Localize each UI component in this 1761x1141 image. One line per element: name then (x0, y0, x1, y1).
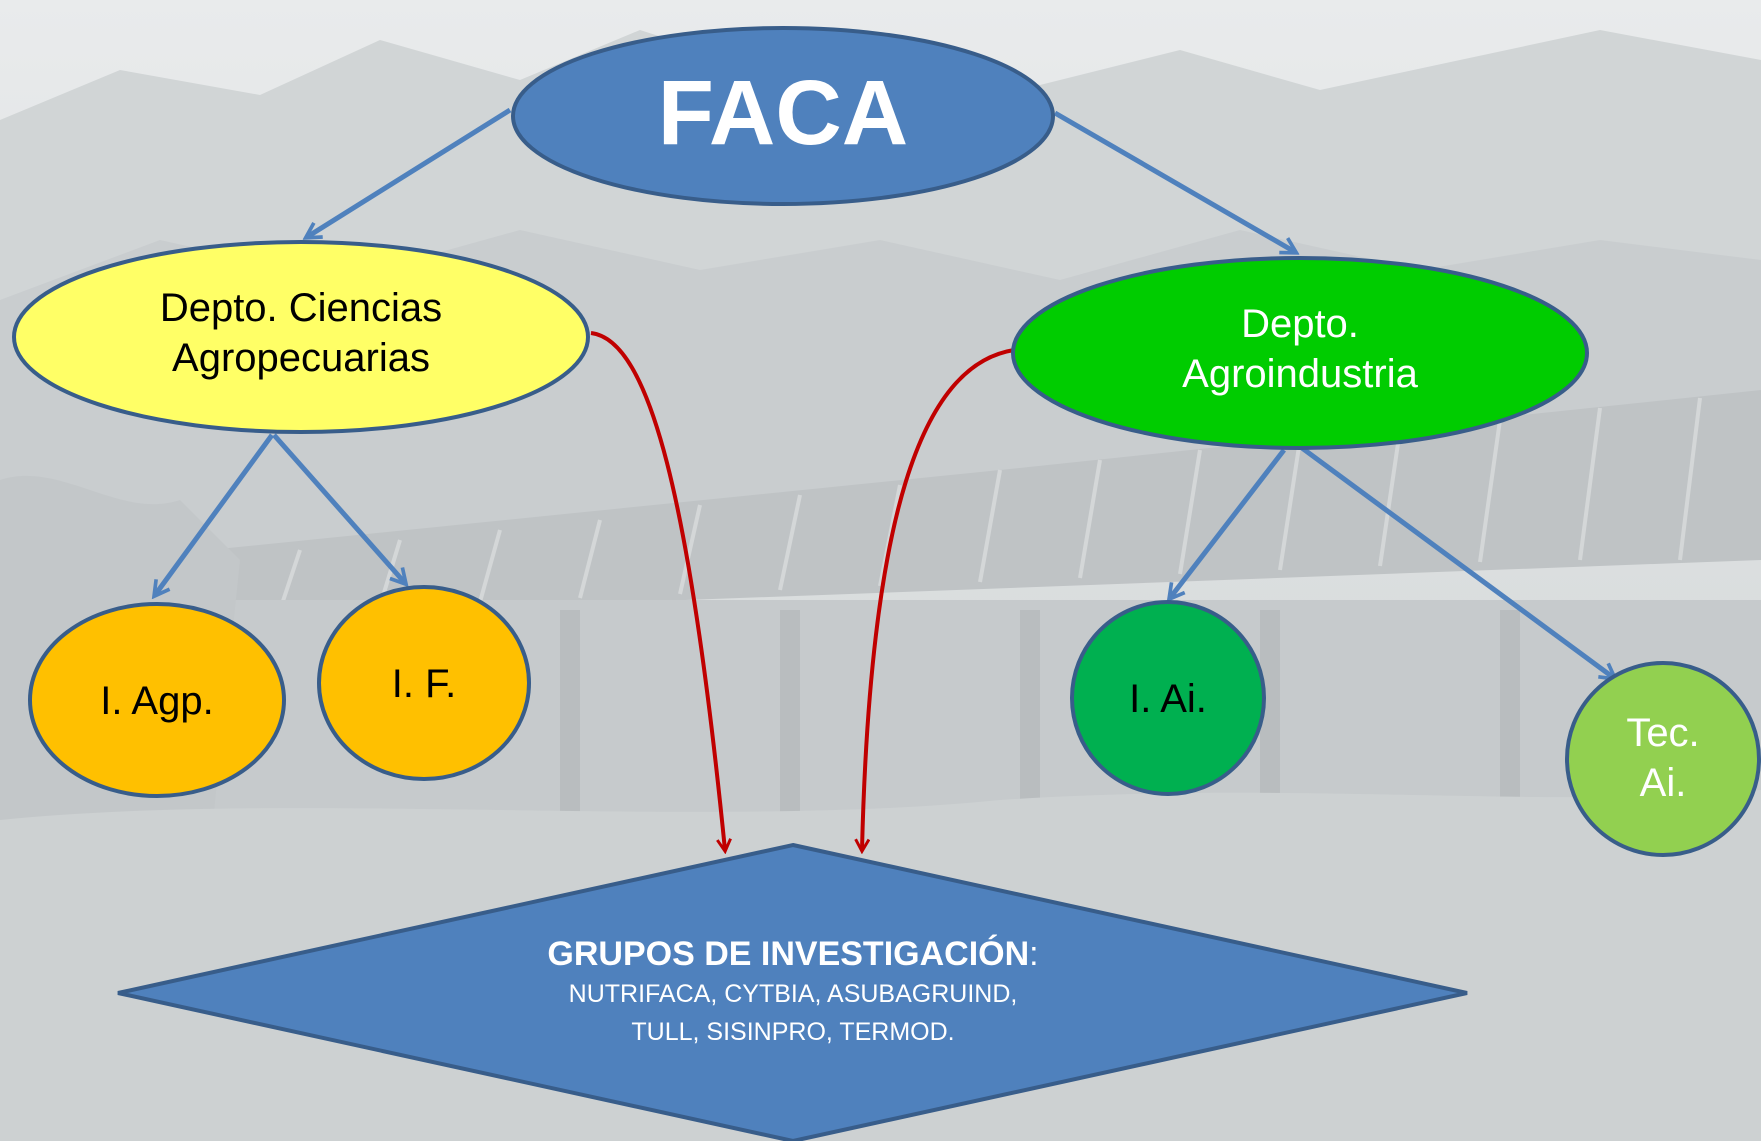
grupos-title: GRUPOS DE INVESTIGACIÓN: (443, 932, 1143, 976)
arrow-ciencias-to-i-agp (155, 433, 275, 595)
i-f-label-text: I. F. (391, 662, 457, 706)
agroindustria-label-line1: Depto. (1241, 302, 1359, 346)
i-agp-label-text: I. Agp. (100, 679, 214, 723)
arrow-agroindustria-to-i-ai (1170, 448, 1286, 598)
node-depto-ciencias (12, 240, 590, 434)
faca-label: FACA (583, 58, 983, 168)
agroindustria-label-line2: Agroindustria (1182, 352, 1418, 396)
ciencias-label-line2: Agropecuarias (172, 336, 430, 380)
ciencias-label-line1: Depto. Ciencias (159, 286, 443, 330)
node-tec-ai (1565, 661, 1761, 857)
grupos-list-line2: TULL, SISINPRO, TERMOD. (631, 1017, 955, 1046)
node-depto-agroindustria (1011, 256, 1589, 450)
ciencias-label: Depto. Ciencias Agropecuarias (71, 283, 531, 383)
node-i-agp (28, 602, 286, 798)
faca-label-text: FACA (657, 62, 909, 164)
arrow-ciencias-to-i-f (272, 433, 405, 583)
node-faca (511, 26, 1055, 206)
i-f-label: I. F. (334, 659, 514, 709)
node-i-ai (1070, 600, 1266, 796)
arrow-agroindustria-to-grupos (862, 348, 1015, 850)
tec-ai-label-line1: Tec. (1626, 711, 1700, 755)
node-grupos-investigacion (117, 842, 1468, 1141)
grupos-title-suffix: : (1029, 935, 1039, 973)
arrow-faca-to-agroindustria (1053, 110, 1295, 252)
grupos-list-line1: NUTRIFACA, CYTBIA, ASUBAGRUIND, (568, 980, 1018, 1009)
i-ai-label-text: I. Ai. (1129, 677, 1207, 721)
grupos-title-text: GRUPOS DE INVESTIGACIÓN (547, 935, 1030, 973)
tec-ai-label-line2: Ai. (1639, 761, 1687, 805)
node-i-f (317, 585, 531, 781)
arrow-faca-to-ciencias (307, 107, 512, 237)
agroindustria-label: Depto. Agroindustria (1070, 299, 1530, 399)
i-ai-label: I. Ai. (1078, 674, 1258, 724)
i-agp-label: I. Agp. (57, 676, 257, 726)
arrow-ciencias-to-grupos (590, 331, 725, 850)
arrow-agroindustria-to-tec-ai (1300, 445, 1614, 678)
grupos-label: GRUPOS DE INVESTIGACIÓN: NUTRIFACA, CYTB… (443, 932, 1143, 1051)
tec-ai-label: Tec. Ai. (1583, 708, 1743, 808)
